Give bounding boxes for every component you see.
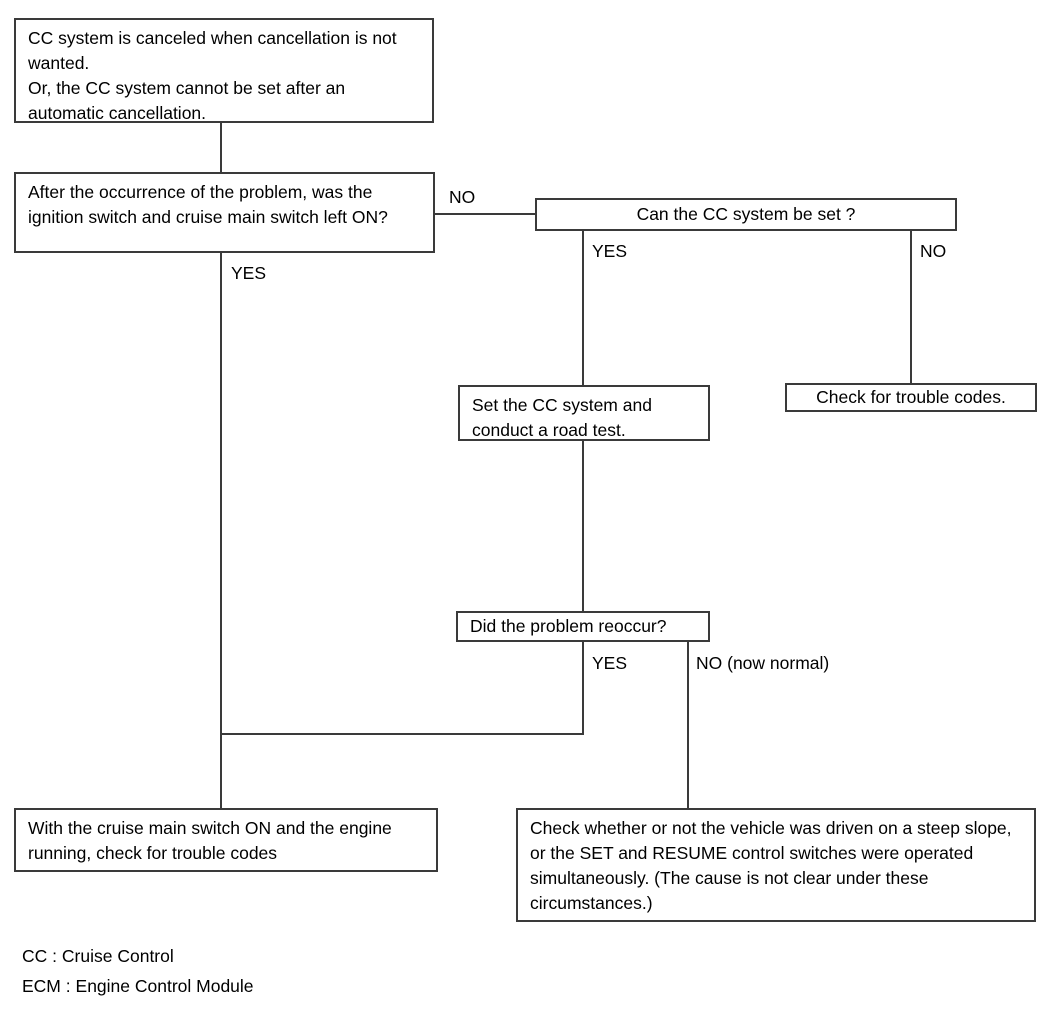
- edge-can-be-set-no: [910, 231, 912, 383]
- node-can-be-set-question: Can the CC system be set ?: [535, 198, 957, 231]
- edge-label-ignition-yes: YES: [231, 263, 267, 283]
- edge-ignition-no-to-can-be-set: [435, 213, 535, 215]
- node-reoccur-question: Did the problem reoccur?: [456, 611, 710, 642]
- edge-reoccur-yes-merge: [220, 733, 584, 735]
- node-problem-statement: CC system is canceled when cancellation …: [14, 18, 434, 123]
- legend-separator-ecm: :: [65, 976, 71, 996]
- edge-reoccur-no-drop: [687, 642, 689, 808]
- legend-meaning-ecm: Engine Control Module: [75, 976, 254, 996]
- legend-abbr-ecm: ECM: [22, 976, 61, 996]
- legend-separator-cc: :: [52, 946, 58, 966]
- node-cruise-switch-on-check: With the cruise main switch ON and the e…: [14, 808, 438, 872]
- legend-meaning-cc: Cruise Control: [61, 946, 174, 966]
- edge-label-ignition-no: NO: [449, 187, 476, 207]
- node-check-trouble-codes: Check for trouble codes.: [785, 383, 1037, 412]
- legend-entry-cc: CC : Cruise Control: [22, 942, 174, 970]
- edge-ignition-yes-trunk: [220, 253, 222, 734]
- edge-can-be-set-yes: [582, 231, 584, 385]
- legend-abbr-cc: CC: [22, 946, 48, 966]
- node-steep-slope-check: Check whether or not the vehicle was dri…: [516, 808, 1036, 922]
- legend-entry-ecm: ECM : Engine Control Module: [22, 972, 254, 1000]
- node-set-and-road-test: Set the CC system and conduct a road tes…: [458, 385, 710, 441]
- edge-label-can-be-set-no: NO: [920, 241, 947, 261]
- edge-trunk-to-cruise-switch-check: [220, 733, 222, 808]
- edge-road-test-to-reoccur: [582, 441, 584, 611]
- edge-problem-to-ignition: [220, 123, 222, 172]
- edge-label-reoccur-yes: YES: [592, 653, 628, 673]
- edge-label-reoccur-no: NO (now normal): [696, 653, 830, 673]
- edge-label-can-be-set-yes: YES: [592, 241, 628, 261]
- node-ignition-question: After the occurrence of the problem, was…: [14, 172, 435, 253]
- edge-reoccur-yes-drop: [582, 642, 584, 735]
